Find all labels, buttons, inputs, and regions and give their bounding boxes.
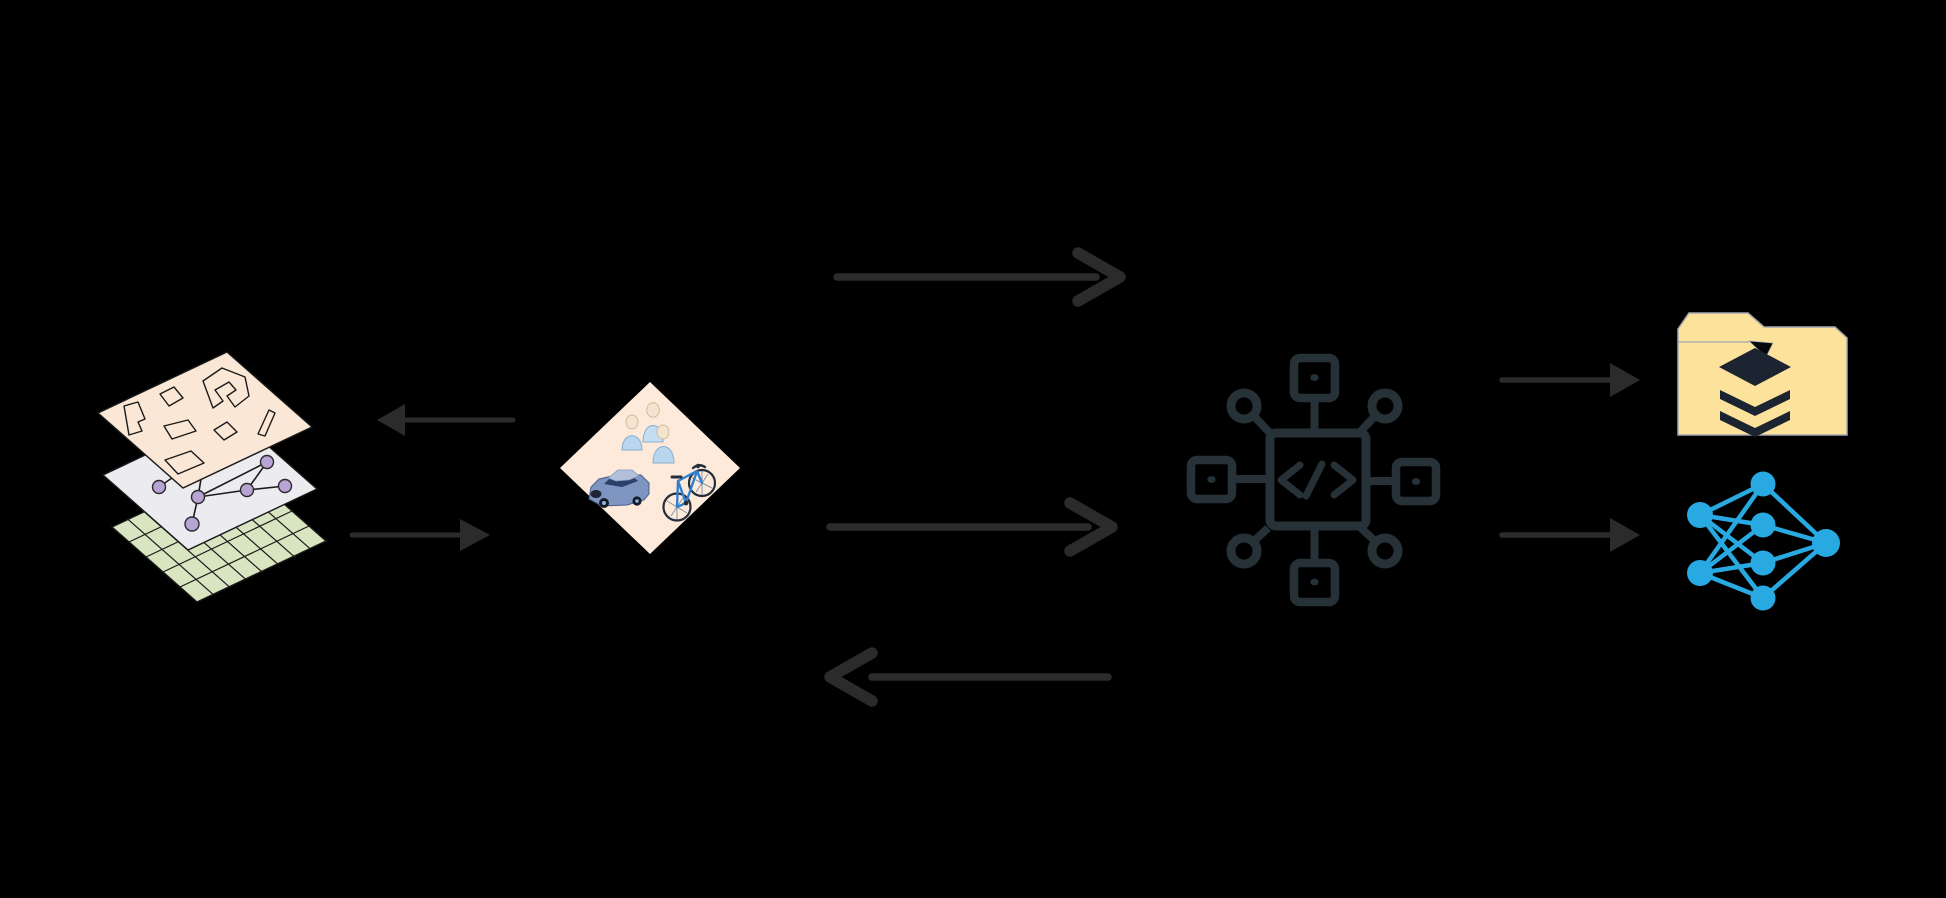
arrowhead-chevron (824, 647, 878, 707)
arrow-users-to-chip-top (833, 247, 1126, 307)
bicycle-icon (662, 463, 717, 522)
arrowhead-triangle (377, 404, 405, 436)
arrowhead-triangle (1610, 363, 1640, 397)
arrow-chip-to-users-bottom (824, 647, 1112, 707)
arrow-users-to-chip-middle (826, 497, 1118, 557)
chip-code-icon (1186, 353, 1441, 607)
users-diamond-plane (560, 382, 740, 554)
people-group-icon (621, 402, 675, 464)
arrowhead-triangle (1610, 518, 1640, 552)
people-car-bicycle-icon (560, 382, 740, 554)
neural-network-icon (1687, 471, 1840, 611)
arrow-chip-to-folder (1499, 363, 1640, 397)
building-footprints (123, 367, 276, 475)
arrow-users-to-layers (377, 404, 516, 436)
building-footprints-layer (96, 351, 314, 489)
folder-layers-icon (1677, 312, 1848, 437)
car-icon (588, 469, 650, 508)
code-glyph (1277, 460, 1357, 500)
chip-corner-rings (1226, 388, 1403, 569)
arrowhead-triangle (460, 519, 490, 551)
folder-notch (1747, 340, 1774, 358)
arrowhead-chevron (1072, 247, 1126, 307)
arrow-layers-to-users (349, 519, 490, 551)
map-layer-stack-icon (96, 351, 328, 603)
layers-glyph (1719, 348, 1791, 437)
map-layer-plane (96, 351, 314, 489)
arrow-chip-to-neural-network (1499, 518, 1640, 552)
nn-nodes (1687, 471, 1840, 611)
arrowhead-chevron (1064, 497, 1118, 557)
